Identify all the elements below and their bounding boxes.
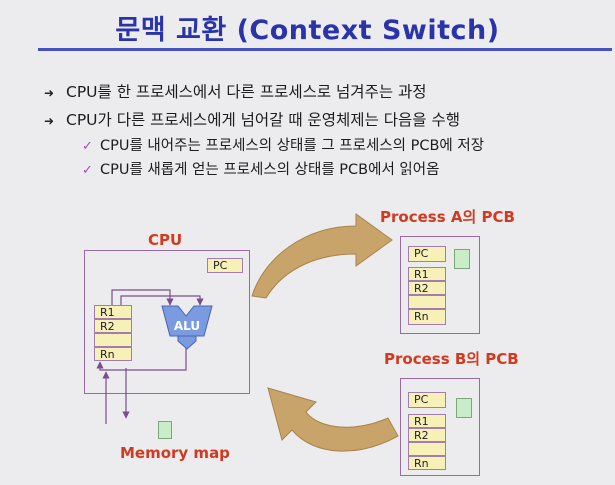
save-state-arrow (251, 213, 393, 299)
cpu-register-rn: Rn (94, 347, 132, 361)
pcb-a-r1: R1 (408, 267, 446, 281)
pcb-b-r1: R1 (408, 414, 446, 428)
cpu-register-r1: R1 (94, 305, 132, 319)
arrow-bullet-icon: ➜ (44, 114, 55, 128)
bullet-2-text: CPU가 다른 프로세스에게 넘어갈 때 운영체제는 다음을 수행 (66, 111, 460, 129)
pcb-b-gap (408, 442, 446, 456)
sub-bullet-2-text: CPU를 새롭게 얻는 프로세스의 상태를 PCB에서 읽어옴 (100, 162, 440, 178)
pcb-b-title: Process B의 PCB (384, 350, 519, 368)
pcb-a-gap (408, 295, 446, 309)
title-underline (38, 48, 612, 51)
alu-label: ALU (174, 319, 200, 333)
load-state-arrow (267, 387, 399, 452)
memory-map-label: Memory map (120, 444, 230, 462)
slide-title: 문맥 교환 (Context Switch) (115, 15, 500, 46)
pcb-b-rn: Rn (408, 456, 446, 470)
pcb-b-pc: PC (408, 392, 446, 408)
pcb-a-pc: PC (408, 246, 446, 262)
cpu-register-r2: R2 (94, 319, 132, 333)
wire-reg-to-alu-2 (120, 295, 204, 306)
sub-bullet-1: ✓ CPU를 내어주는 프로세스의 상태를 그 프로세스의 PCB에 저장 (82, 134, 484, 155)
bullet-2: ➜ CPU가 다른 프로세스에게 넘어갈 때 운영체제는 다음을 수행 (44, 108, 460, 130)
pcb-a-memory-block (454, 249, 470, 269)
sub-bullet-2: ✓ CPU를 새롭게 얻는 프로세스의 상태를 PCB에서 읽어옴 (82, 158, 439, 179)
pcb-b-r2: R2 (408, 428, 446, 442)
cpu-pc-register: PC (207, 258, 243, 273)
cpu-label: CPU (148, 231, 183, 249)
check-icon: ✓ (82, 163, 93, 178)
pcb-a-title: Process A의 PCB (380, 208, 515, 226)
check-icon: ✓ (82, 139, 93, 154)
pcb-a-rn: Rn (408, 309, 446, 325)
bullet-1: ➜ CPU를 한 프로세스에서 다른 프로세스로 넘겨주는 과정 (44, 80, 427, 102)
cpu-register-gap (94, 333, 132, 347)
arrow-bullet-icon: ➜ (44, 86, 55, 100)
pcb-a-r2: R2 (408, 281, 446, 295)
alu-unit (161, 305, 213, 350)
wire-reg-to-alu-1 (111, 289, 174, 306)
bullet-1-text: CPU를 한 프로세스에서 다른 프로세스로 넘겨주는 과정 (66, 83, 427, 101)
wire-alu-to-reg (96, 346, 187, 371)
pcb-b-memory-block (456, 398, 472, 418)
memory-map-block (158, 421, 172, 439)
sub-bullet-1-text: CPU를 내어주는 프로세스의 상태를 그 프로세스의 PCB에 저장 (100, 138, 485, 154)
